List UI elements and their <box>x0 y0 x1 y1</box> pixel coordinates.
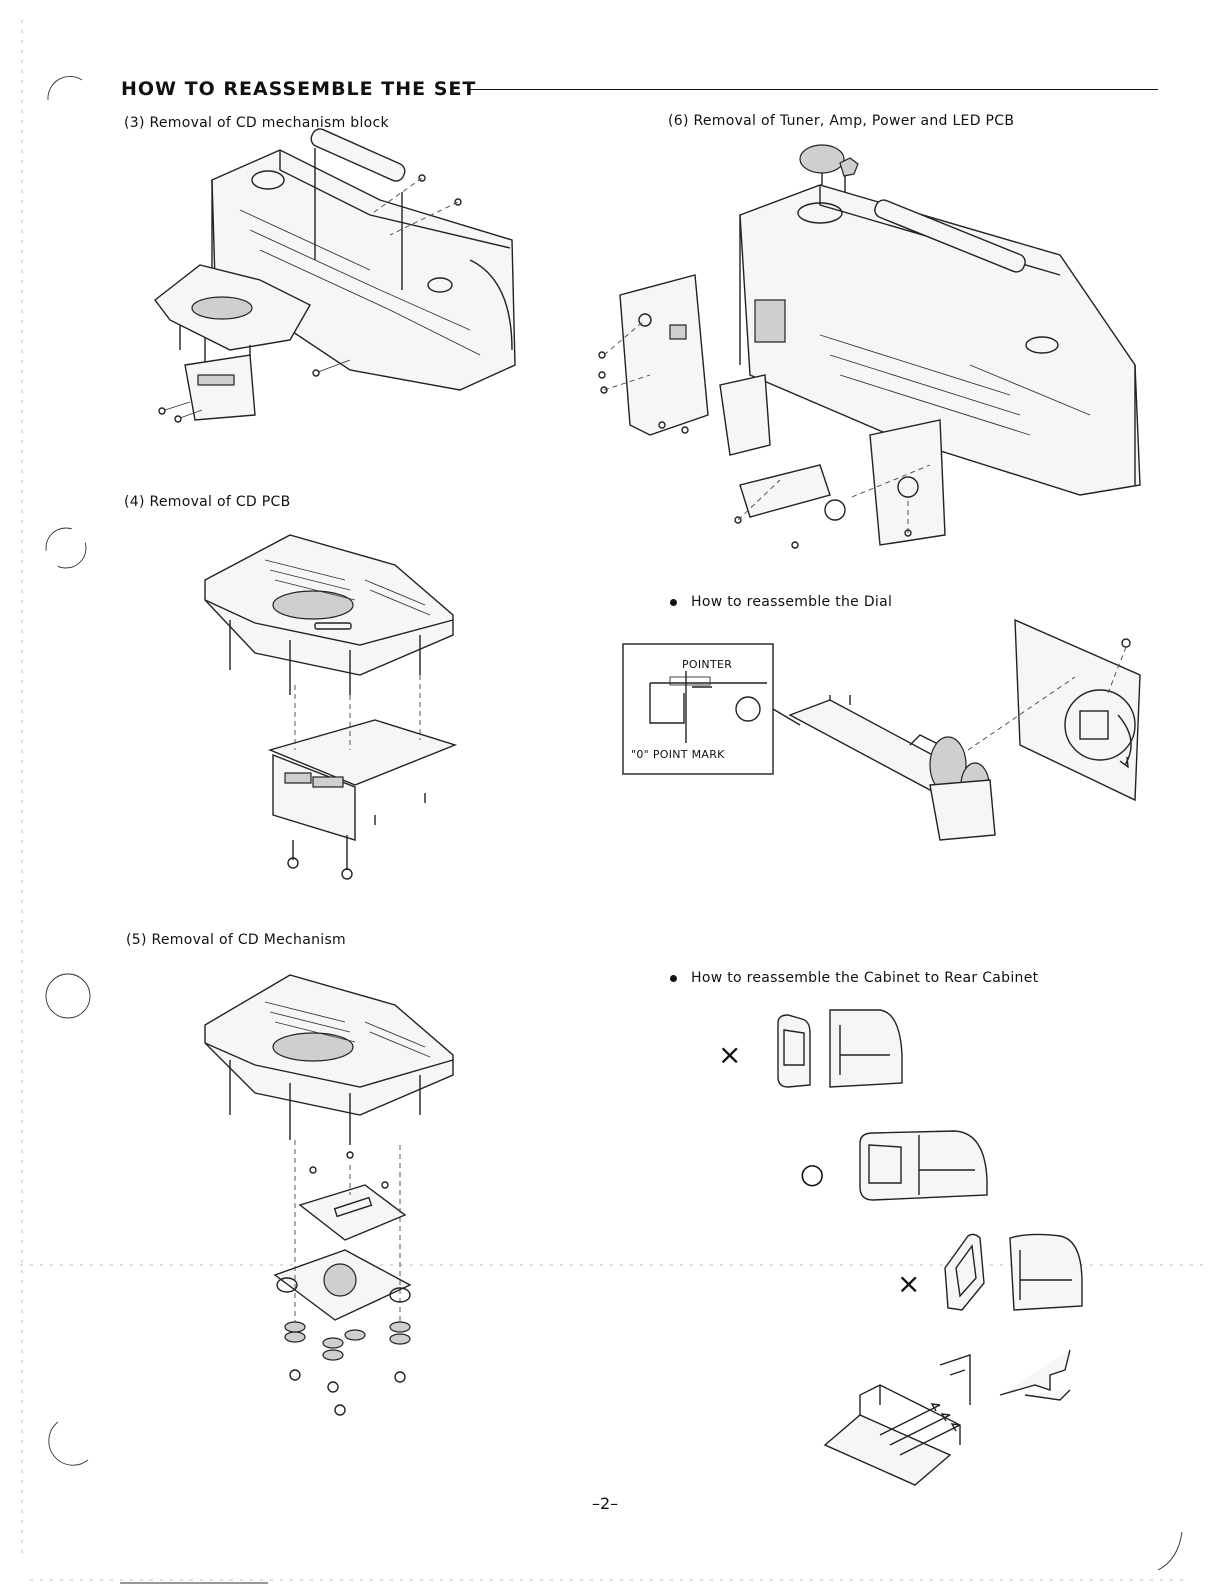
cabinet-note: How to reassemble the Cabinet to Rear Ca… <box>670 970 1038 986</box>
cabinet-wrong-1 <box>770 1005 910 1095</box>
section-3-caption: (3) Removal of CD mechanism block <box>124 115 389 131</box>
page-title: HOW TO REASSEMBLE THE SET <box>121 78 476 100</box>
cabinet-correct <box>855 1125 995 1205</box>
dial-note: How to reassemble the Dial <box>670 594 892 610</box>
wrong-mark-icon: × <box>897 1267 920 1300</box>
wrong-mark-icon: × <box>718 1038 741 1071</box>
correct-mark-icon: ○ <box>800 1157 824 1190</box>
figure-cd-pcb <box>195 525 475 885</box>
title-rule <box>468 89 1158 90</box>
section-6-caption: (6) Removal of Tuner, Amp, Power and LED… <box>668 113 1014 129</box>
figure-dial-assembly <box>790 615 1170 845</box>
figure-tuner-amp-pcb <box>590 135 1160 565</box>
pointer-label: POINTER <box>682 658 732 671</box>
cabinet-note-text: How to reassemble the Cabinet to Rear Ca… <box>691 970 1038 986</box>
figure-cd-mechanism-block <box>140 140 540 440</box>
section-5-caption: (5) Removal of CD Mechanism <box>126 932 346 948</box>
zero-point-mark-label: "0" POINT MARK <box>631 748 725 761</box>
section-4-caption: (4) Removal of CD PCB <box>124 494 290 510</box>
figure-cd-mechanism <box>195 965 475 1425</box>
page-number: –2– <box>592 1494 618 1513</box>
bullet-icon <box>670 599 677 606</box>
cabinet-wrong-2 <box>940 1228 1090 1318</box>
dial-note-text: How to reassemble the Dial <box>691 594 892 610</box>
bullet-icon <box>670 975 677 982</box>
figure-latch-detail <box>820 1345 1090 1485</box>
